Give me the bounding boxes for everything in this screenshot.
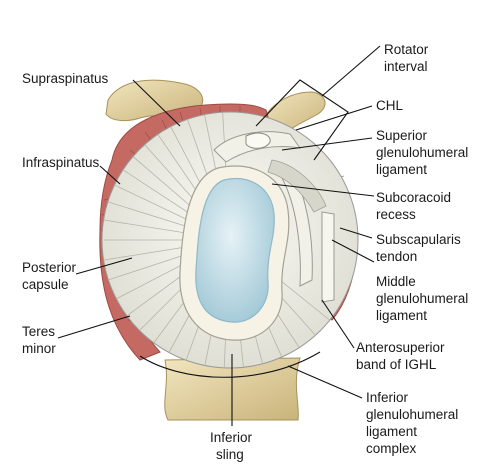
label-infraspinatus: Infraspinatus — [22, 155, 100, 170]
leader-anterosuperior-band — [321, 299, 355, 349]
leader-infraspinatus — [99, 165, 121, 185]
label-middle-ghl: Middle glenulohumeral ligament — [376, 274, 472, 323]
leader-inferior-ghl-complex — [287, 365, 363, 399]
leader-posterior-capsule — [75, 257, 133, 275]
leader-middle-ghl — [331, 239, 375, 263]
leader-rotator-interval-bracket — [255, 79, 349, 161]
label-inferior-ghl-complex: Inferior glenulohumeral ligament complex — [366, 390, 462, 456]
leader-teres-minor — [57, 315, 131, 339]
leader-subscapularis-tendon — [339, 227, 373, 239]
label-chl: CHL — [376, 98, 403, 113]
middle-ghl-band — [281, 169, 313, 287]
leader-supraspinatus — [132, 79, 181, 127]
label-teres-minor: Teres minor — [22, 324, 59, 356]
biceps-anchor — [245, 132, 271, 149]
leader-superior-ghl — [281, 137, 373, 151]
glenoid-cartilage — [195, 178, 275, 323]
label-superior-ghl: Superior glenulohumeral ligament — [376, 128, 472, 177]
leader-chl — [295, 105, 373, 131]
label-rotator-interval: Rotator interval — [384, 42, 432, 74]
label-supraspinatus: Supraspinatus — [22, 71, 109, 86]
label-anterosuperior-band: Anterosuperior band of IGHL — [356, 340, 448, 372]
label-subcoracoid-recess: Subcoracoid recess — [376, 190, 455, 222]
leader-inferior-ghl-bracket — [139, 351, 321, 378]
label-posterior-capsule: Posterior capsule — [22, 260, 80, 292]
leader-rotator-interval — [321, 45, 381, 97]
label-inferior-sling: Inferior sling — [210, 430, 256, 462]
subscapularis-tendon-band — [321, 211, 335, 303]
label-subscapularis-tendon: Subscapularis tendon — [376, 232, 465, 264]
leader-lines — [57, 45, 381, 426]
leader-subcoracoid-recess — [271, 183, 375, 197]
subcoracoid-recess-region — [267, 159, 327, 213]
